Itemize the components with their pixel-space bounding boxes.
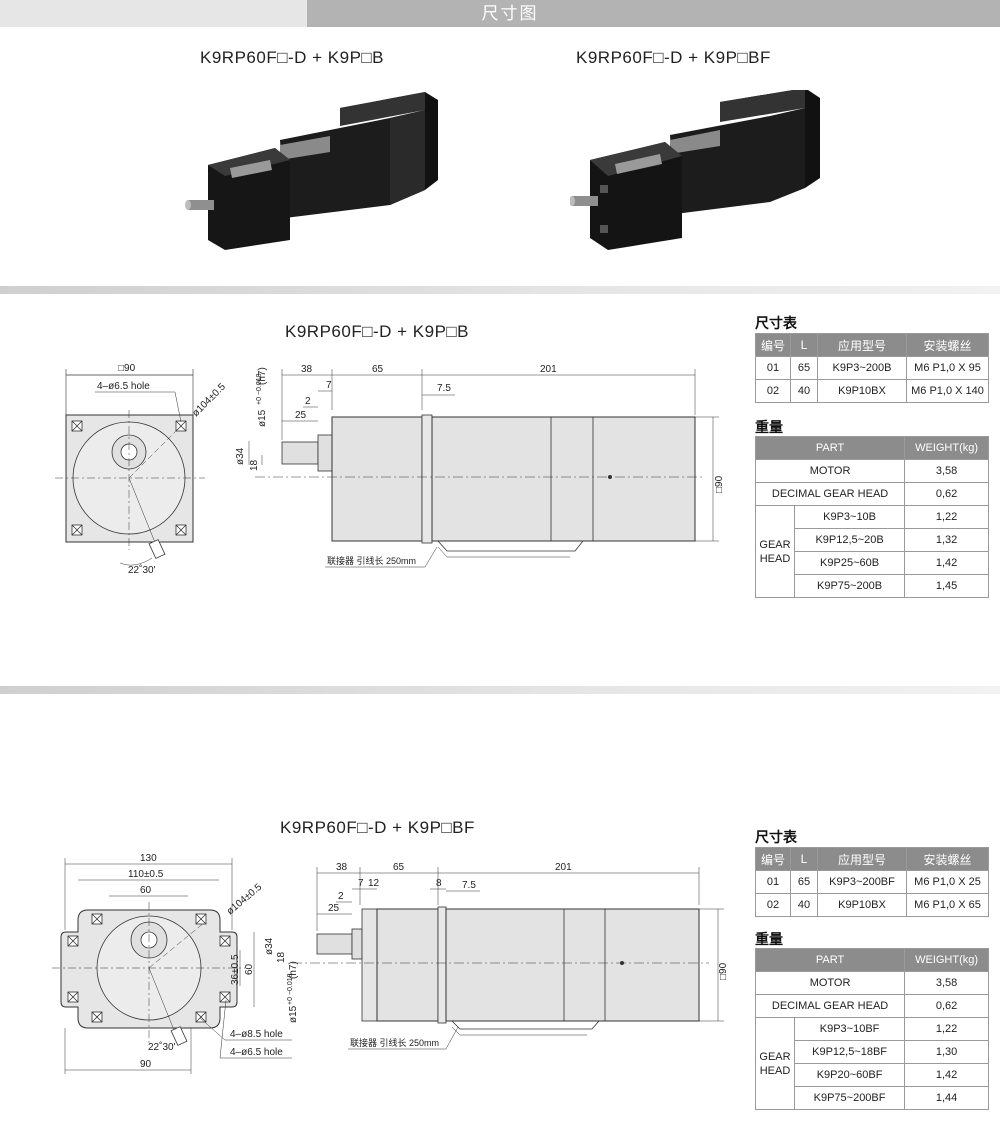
dim-18-bf: 18 xyxy=(276,951,287,963)
gear-head-label: GEAR HEAD xyxy=(755,505,795,598)
dim-25-bf: 25 xyxy=(328,903,340,914)
col-part: PART xyxy=(754,436,906,460)
dim-90: □90 xyxy=(714,475,725,493)
col-number: 编号 xyxy=(755,333,791,357)
table-row: K9P20~60BF 1,42 xyxy=(756,1063,989,1087)
dim-201: 201 xyxy=(540,364,557,375)
dim-h7: (h7) xyxy=(257,367,268,385)
table-row: K9P75~200B 1,45 xyxy=(756,574,989,598)
dim-110: 110±0.5 xyxy=(128,869,164,880)
dim-65-bf: 65 xyxy=(393,862,405,873)
weight-table-title-1: 重量 xyxy=(755,419,783,435)
weight-table-2: PART WEIGHT(kg) MOTOR 3,58 DECIMAL GEAR … xyxy=(754,948,989,1110)
cable-note-bf: 联接器 引线长 250mm xyxy=(350,1037,439,1048)
dim-hole-65: 4–ø6.5 hole xyxy=(230,1047,283,1058)
dim-hole-85: 4–ø8.5 hole xyxy=(230,1029,283,1040)
dim-12-bf: 12 xyxy=(368,878,380,889)
dim-201-bf: 201 xyxy=(555,862,572,873)
col-weight: WEIGHT(kg) xyxy=(904,436,989,460)
motor-photo-b xyxy=(185,92,438,250)
col-screw: 安装螺丝 xyxy=(906,333,989,357)
dim-34-bf: ø34 xyxy=(264,937,275,955)
dim-hole: 4–ø6.5 hole xyxy=(97,381,150,392)
dim-130: 130 xyxy=(140,853,157,864)
dim-angle: 22˚30' xyxy=(128,564,156,576)
front-view-b: □90 4–ø6.5 hole ø104±0.5 22˚30' xyxy=(55,363,228,576)
dim-38-bf: 38 xyxy=(336,862,348,873)
table-row: MOTOR 3,58 xyxy=(754,459,989,483)
size-table-2: 编号 L 应用型号 安装螺丝 01 65 K9P3~200BF M6 P1,0 … xyxy=(755,847,989,917)
dim-pcd-bf: ø104±0.5 xyxy=(225,881,265,917)
dim-h7-bf: (h7) xyxy=(288,961,299,979)
drawing-title-b: K9RP60F□-D + K9P□B xyxy=(285,322,470,341)
header-right-band xyxy=(307,0,1000,27)
dim-90h: 90 xyxy=(140,1059,152,1070)
side-view-b: 38 65 201 7 7.5 2 25 ø15 +0 −0.018 (h7) … xyxy=(235,364,725,568)
table-row: K9P75~200BF 1,44 xyxy=(756,1086,989,1110)
section-title: 尺寸图 xyxy=(481,4,539,23)
weight-table-1: PART WEIGHT(kg) MOTOR 3,58 DECIMAL GEAR … xyxy=(754,436,989,598)
table-row: 02 40 K9P10BX M6 P1,0 X 65 xyxy=(755,893,989,917)
dim-2: 2 xyxy=(305,396,311,407)
table-row: DECIMAL GEAR HEAD 0,62 xyxy=(754,994,989,1018)
side-view-bf: 38 65 201 7 12 8 7.5 2 25 ø34 18 ø15 +0 … xyxy=(264,862,729,1050)
table-row: GEAR HEAD K9P3~10B 1,22 xyxy=(755,505,989,598)
table-row: MOTOR 3,58 xyxy=(754,971,989,995)
dim-7-5: 7.5 xyxy=(437,383,451,394)
weight-table-title-2: 重量 xyxy=(755,931,783,947)
drawing-title-bf: K9RP60F□-D + K9P□BF xyxy=(280,818,475,837)
table-row: 01 65 K9P3~200B M6 P1,0 X 95 xyxy=(755,356,989,380)
dim-tol-bf: +0 −0.018 xyxy=(287,973,294,1005)
dim-2-bf: 2 xyxy=(338,891,344,902)
table-row: 01 65 K9P3~200BF M6 P1,0 X 25 xyxy=(755,870,989,894)
col-l: L xyxy=(790,333,818,357)
size-table-1: 编号 L 应用型号 安装螺丝 01 65 K9P3~200B M6 P1,0 X… xyxy=(755,333,989,403)
dim-60: 60 xyxy=(140,885,152,896)
dim-angle-bf: 22˚30' xyxy=(148,1041,176,1053)
product-title-bf: K9RP60F□-D + K9P□BF xyxy=(576,48,771,67)
product-title-b: K9RP60F□-D + K9P□B xyxy=(200,48,385,67)
motor-photo-bf xyxy=(570,90,820,250)
dim-square: □90 xyxy=(118,363,136,374)
dim-7-bf: 7 xyxy=(358,878,364,889)
dim-25: 25 xyxy=(295,410,307,421)
table-row: GEAR HEAD K9P3~10BF 1,22 xyxy=(755,1017,989,1110)
dim-60v: 60 xyxy=(244,963,255,975)
table-row: K9P25~60B 1,42 xyxy=(756,551,989,575)
gear-head-label-2: GEAR HEAD xyxy=(755,1017,795,1110)
dim-90-bf: □90 xyxy=(718,962,729,980)
dim-tol: +0 −0.018 xyxy=(256,373,263,405)
size-table-title-2: 尺寸表 xyxy=(755,829,797,845)
dim-18: 18 xyxy=(249,459,260,471)
dim-34: ø34 xyxy=(235,447,246,465)
table-row: K9P12,5~20B 1,32 xyxy=(756,528,989,552)
size-table-title-1: 尺寸表 xyxy=(755,315,797,331)
col-model: 应用型号 xyxy=(817,333,907,357)
dim-8-bf: 8 xyxy=(436,878,442,889)
front-view-bf: 130 110±0.5 60 ø104±0.5 36±0.5 60 4–ø8.5… xyxy=(52,853,292,1074)
section-separator-2 xyxy=(0,686,1000,694)
dim-65: 65 xyxy=(372,364,384,375)
dim-7: 7 xyxy=(326,380,332,391)
dim-36: 36±0.5 xyxy=(230,954,241,985)
header-left-band xyxy=(0,0,307,27)
dim-pcd: ø104±0.5 xyxy=(190,381,228,419)
table-row: 02 40 K9P10BX M6 P1,0 X 140 xyxy=(755,379,989,403)
section-separator-1 xyxy=(0,286,1000,294)
dim-38: 38 xyxy=(301,364,313,375)
dim-7-5-bf: 7.5 xyxy=(462,880,476,891)
table-row: DECIMAL GEAR HEAD 0,62 xyxy=(754,482,989,506)
dim-shaft-bf: ø15 xyxy=(288,1005,299,1023)
table-row: K9P12,5~18BF 1,30 xyxy=(756,1040,989,1064)
dim-shaft: ø15 xyxy=(257,409,268,427)
cable-note: 联接器 引线长 250mm xyxy=(327,555,416,566)
